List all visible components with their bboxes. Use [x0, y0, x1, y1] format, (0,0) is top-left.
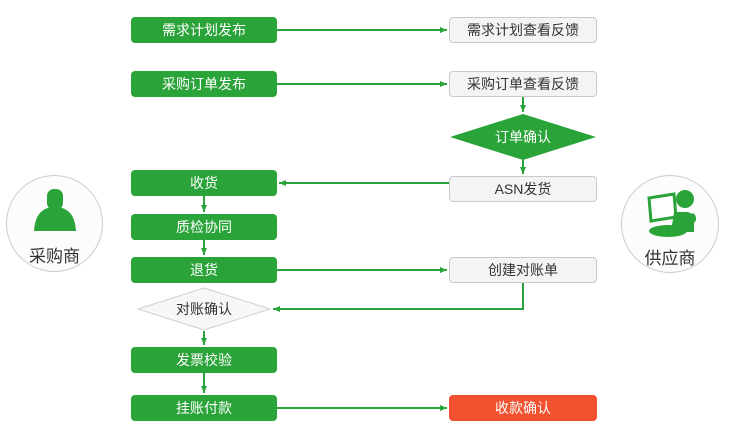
node-label: 收货	[190, 175, 218, 191]
buyer-person-icon	[29, 189, 81, 240]
node-return-goods: 退货	[131, 257, 277, 283]
buyer-actor: 采购商	[6, 175, 103, 272]
node-quality-collab: 质检协同	[131, 214, 277, 240]
node-po-publish: 采购订单发布	[131, 71, 277, 97]
node-po-feedback: 采购订单查看反馈	[449, 71, 597, 97]
node-demand-plan-feedback: 需求计划查看反馈	[449, 17, 597, 43]
node-label: 需求计划发布	[162, 22, 246, 38]
node-receive: 收货	[131, 170, 277, 196]
node-label: 收款确认	[495, 400, 551, 416]
node-label: 发票校验	[176, 352, 232, 368]
diamond-shape	[137, 287, 271, 331]
node-label: 需求计划查看反馈	[467, 22, 579, 38]
node-book-payment: 挂账付款	[131, 395, 277, 421]
diamond-statement-confirm: 对账确认	[137, 287, 271, 331]
diamond-order-confirm: 订单确认	[450, 114, 596, 160]
node-label: 对账确认	[176, 301, 232, 317]
supplier-actor: 供应商	[621, 175, 719, 273]
supplier-person-icon	[641, 189, 699, 242]
buyer-label: 采购商	[29, 247, 80, 266]
node-label: ASN发货	[494, 181, 552, 197]
arrow-statement-to-confirm	[273, 283, 524, 312]
node-label: 创建对账单	[488, 262, 558, 278]
node-label: 退货	[190, 262, 218, 278]
node-label: 采购订单发布	[162, 76, 246, 92]
node-demand-plan-publish: 需求计划发布	[131, 17, 277, 43]
node-label: 订单确认	[495, 129, 551, 145]
node-label: 质检协同	[176, 219, 232, 235]
supplier-label: 供应商	[644, 249, 696, 268]
node-asn-ship: ASN发货	[449, 176, 597, 202]
node-create-statement: 创建对账单	[449, 257, 597, 283]
node-invoice-verify: 发票校验	[131, 347, 277, 373]
diamond-shape	[450, 114, 596, 160]
node-label: 采购订单查看反馈	[467, 76, 579, 92]
node-receipt-confirm: 收款确认	[449, 395, 597, 421]
node-label: 挂账付款	[176, 400, 232, 416]
